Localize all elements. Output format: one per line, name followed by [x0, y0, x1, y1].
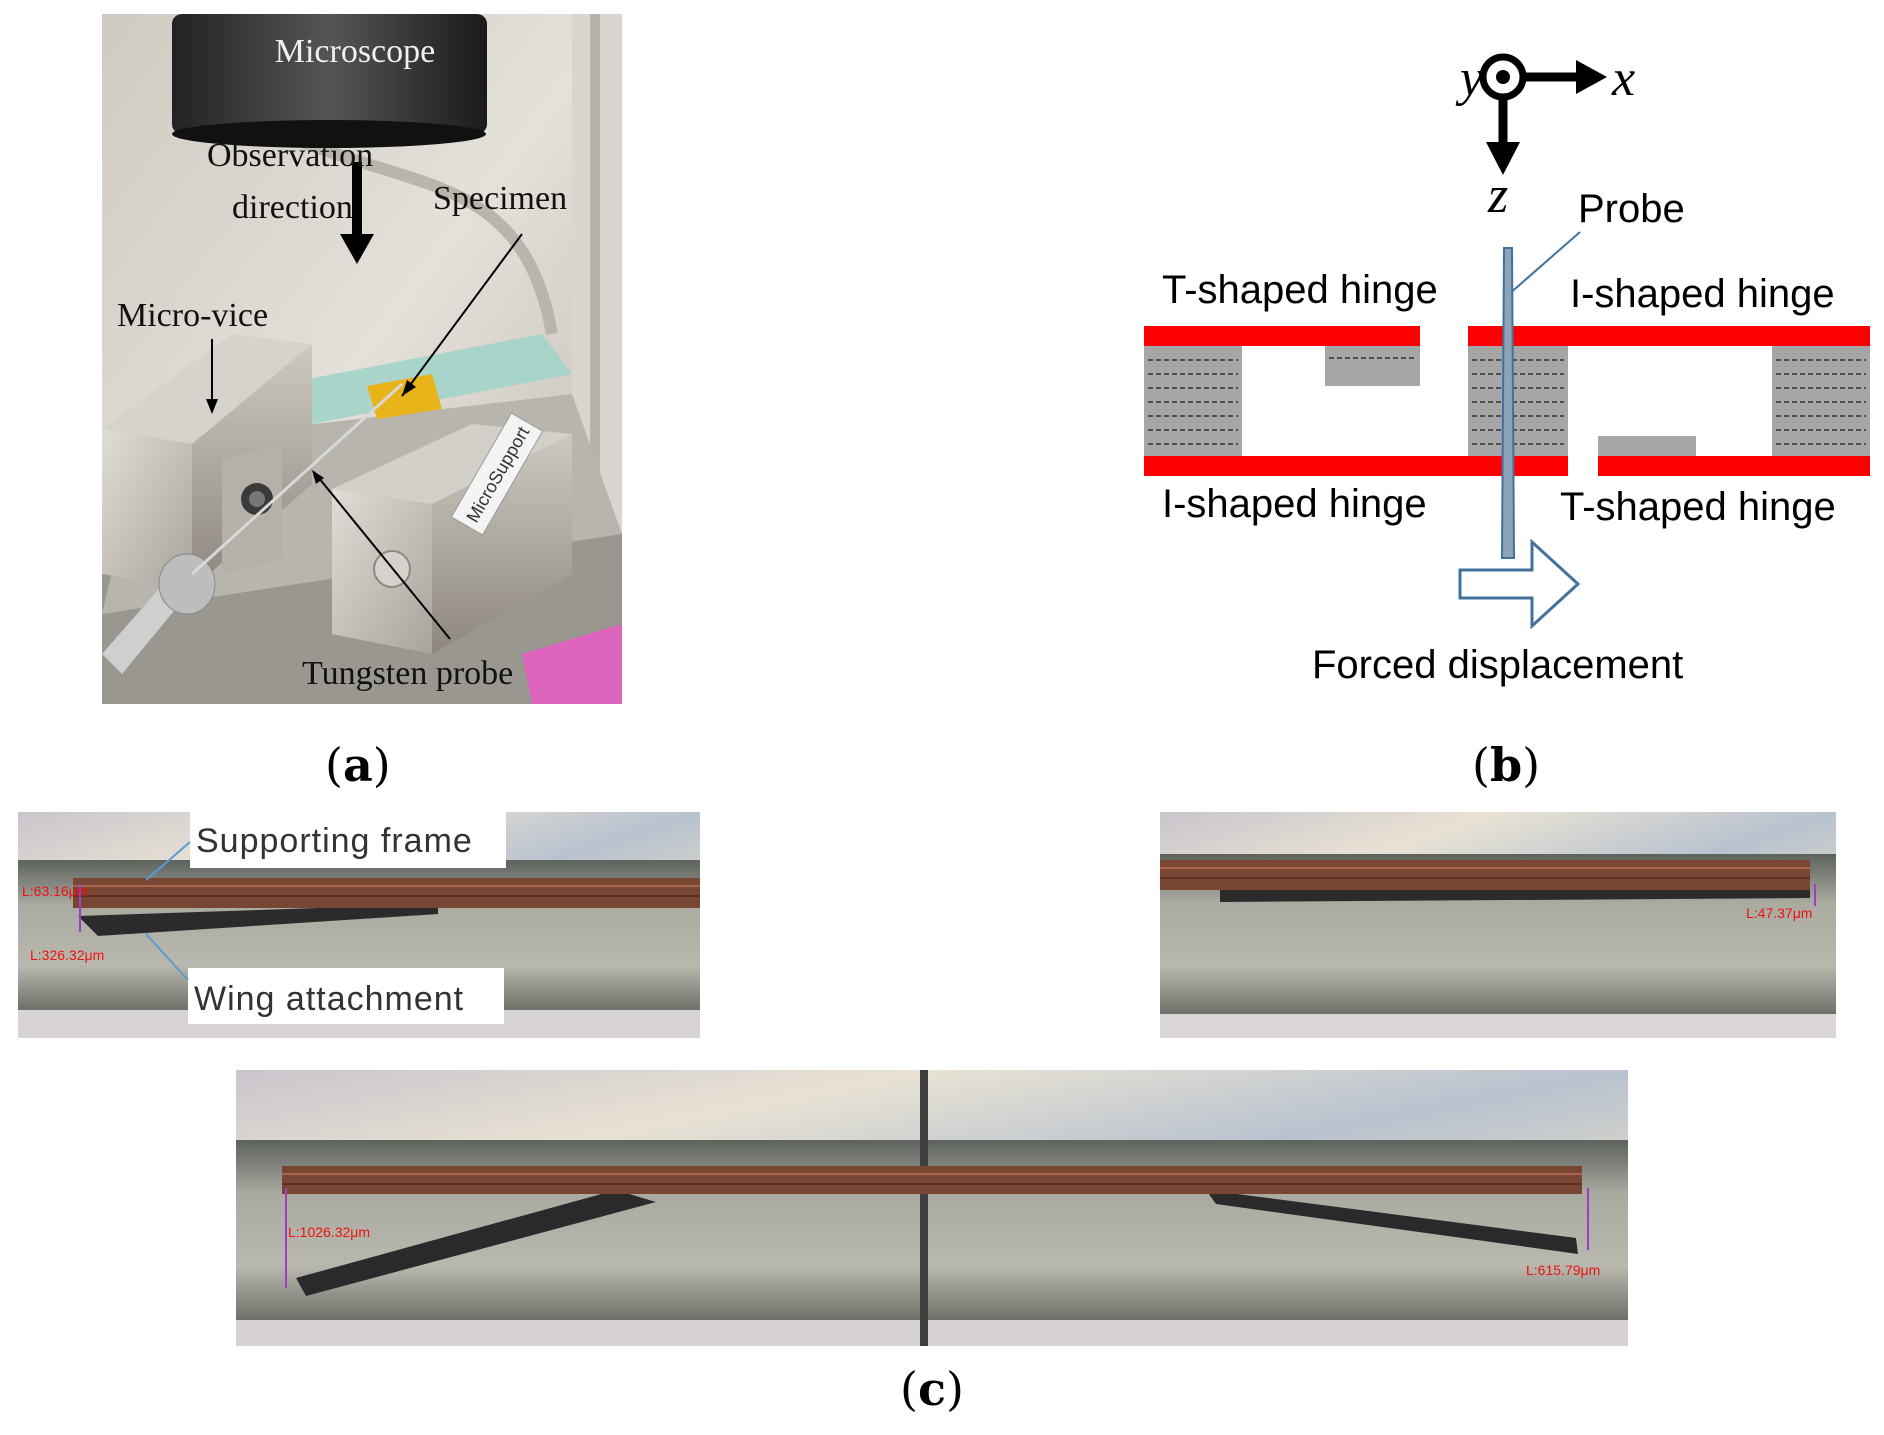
measurement-bottom-left: L:1026.32μm [288, 1224, 370, 1240]
i-shaped-hinge-top-label: I-shaped hinge [1570, 272, 1835, 316]
measurement-bottom-right: L:615.79μm [1526, 1262, 1600, 1278]
tungsten-probe-label: Tungsten probe [302, 655, 513, 692]
micrograph-top-left: L:63.16μm L:326.32μm Supporting frame Wi… [18, 812, 700, 1038]
left-hinge-structure [1144, 326, 1568, 476]
micrograph-top-right: L:47.37μm [1160, 812, 1836, 1038]
x-axis-label: x [1611, 50, 1635, 107]
t-shaped-hinge-bottom-label: T-shaped hinge [1560, 485, 1836, 529]
observation-direction-label-line2: direction [232, 189, 353, 226]
t-shaped-hinge-top-label: T-shaped hinge [1162, 268, 1438, 312]
microscope-label: Microscope [275, 33, 436, 70]
coordinate-axes [1479, 53, 1607, 175]
i-shaped-hinge-bottom-label: I-shaped hinge [1162, 482, 1427, 526]
panel-b-diagram: y x z Probe T-shaped hinge I-shaped hing… [1130, 40, 1884, 700]
y-axis-label: y [1455, 50, 1484, 107]
right-hinge-structure [1568, 326, 1870, 476]
wing-attachment-callout: Wing attachment [194, 980, 464, 1018]
forced-displacement-arrow [1458, 538, 1581, 630]
probe-label: Probe [1578, 187, 1685, 231]
specimen-label: Specimen [433, 180, 567, 217]
panel-b-label: (b) [1472, 738, 1541, 792]
observation-direction-label-line1: Observation [207, 137, 373, 174]
panel-a-label: (a) [325, 738, 391, 792]
measurement-right: L:47.37μm [1746, 905, 1812, 921]
panel-a-photo: MicroSupport Microscope Observation dire… [102, 14, 622, 704]
micro-vice-label: Micro-vice [117, 297, 268, 334]
probe-needle [1500, 247, 1516, 559]
supporting-frame-callout: Supporting frame [196, 822, 473, 860]
z-axis-label: z [1487, 167, 1508, 224]
measurement-left-top: L:63.16μm [22, 883, 88, 899]
panel-c-label: (c) [900, 1362, 964, 1416]
micrograph-bottom: L:1026.32μm L:615.79μm [236, 1070, 1628, 1346]
forced-displacement-label: Forced displacement [1312, 643, 1683, 687]
measurement-left-bottom: L:326.32μm [30, 947, 104, 963]
